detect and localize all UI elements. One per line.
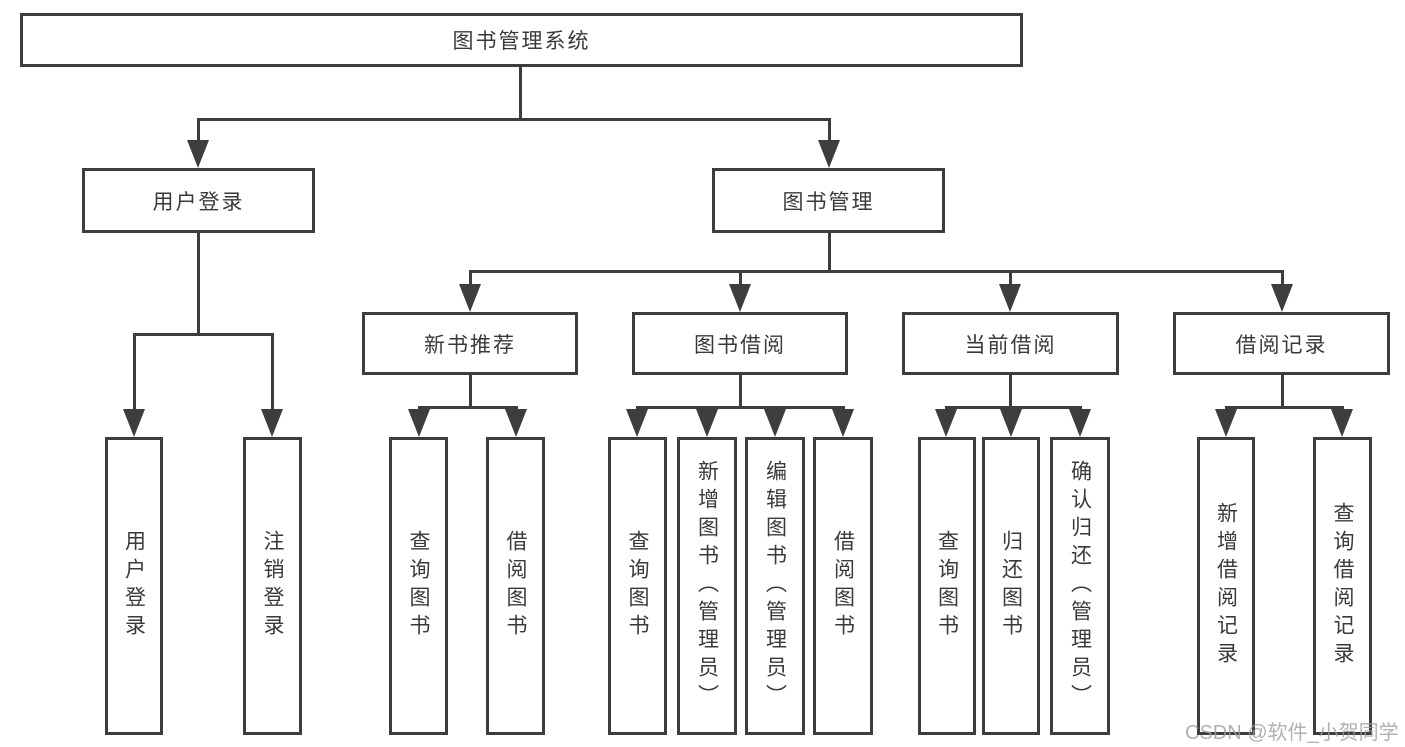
leaf-bb-query-books-label: 查询图书 <box>626 530 649 642</box>
leaf-cb-confirm-return-admin: 确认归还（管理员） <box>1050 437 1110 735</box>
leaf-br-query-record: 查询借阅记录 <box>1313 437 1372 735</box>
leaf-cb-confirm-return-admin-label: 确认归还（管理员） <box>1068 460 1092 712</box>
connector-hline <box>469 270 1283 273</box>
connector-vline <box>1281 270 1284 286</box>
node-borrowing-records-label: 借阅记录 <box>1235 333 1328 357</box>
arrow-down-icon <box>832 409 854 437</box>
connector-vline <box>739 270 742 286</box>
leaf-bb-borrow-books: 借阅图书 <box>813 437 873 735</box>
arrow-down-icon <box>505 409 527 437</box>
arrow-down-icon <box>1331 409 1353 437</box>
arrow-down-icon <box>729 284 751 312</box>
connector-vline <box>828 231 831 273</box>
connector-vline <box>469 270 472 286</box>
node-book-borrowing-label: 图书借阅 <box>694 333 786 357</box>
leaf-cb-query-books-label: 查询图书 <box>935 530 959 642</box>
arrow-down-icon <box>818 140 840 168</box>
leaf-logout: 注销登录 <box>243 437 302 735</box>
leaf-br-add-record: 新增借阅记录 <box>1197 437 1255 735</box>
arrow-down-icon <box>1000 409 1022 437</box>
connector-hline <box>1225 406 1344 409</box>
node-book-management-label: 图书管理 <box>782 190 875 214</box>
connector-vline <box>1009 270 1012 286</box>
leaf-bb-add-books-admin: 新增图书（管理员） <box>677 437 737 735</box>
connector-hline <box>197 118 831 121</box>
arrow-down-icon <box>1069 409 1091 437</box>
arrow-down-icon <box>696 409 718 437</box>
node-current-borrowing-label: 当前借阅 <box>964 333 1057 357</box>
leaf-bb-edit-books-admin: 编辑图书（管理员） <box>745 437 805 735</box>
connector-vline <box>133 333 136 411</box>
leaf-logout-label: 注销登录 <box>261 530 284 642</box>
node-new-book-recommendation: 新书推荐 <box>362 312 578 375</box>
arrow-down-icon <box>626 409 648 437</box>
leaf-user-login: 用户登录 <box>105 437 163 735</box>
leaf-bb-query-books: 查询图书 <box>608 437 667 735</box>
node-user-login-label: 用户登录 <box>152 190 245 214</box>
leaf-nb-query-books: 查询图书 <box>389 437 448 735</box>
arrow-down-icon <box>1271 284 1293 312</box>
connector-vline <box>828 118 831 142</box>
leaf-bb-add-books-admin-label: 新增图书（管理员） <box>695 460 719 712</box>
leaf-user-login-label: 用户登录 <box>122 530 146 642</box>
arrow-down-icon <box>764 409 786 437</box>
arrow-down-icon <box>999 284 1021 312</box>
connector-vline <box>1281 373 1284 408</box>
connector-vline <box>271 333 274 411</box>
arrow-down-icon <box>1215 409 1237 437</box>
node-current-borrowing: 当前借阅 <box>902 312 1119 375</box>
leaf-bb-borrow-books-label: 借阅图书 <box>831 530 855 642</box>
leaf-br-query-record-label: 查询借阅记录 <box>1331 502 1354 670</box>
node-user-login: 用户登录 <box>82 168 315 233</box>
arrow-down-icon <box>408 409 430 437</box>
leaf-br-add-record-label: 新增借阅记录 <box>1214 502 1238 670</box>
connector-vline <box>197 231 200 335</box>
csdn-watermark: CSDN @软件_小贺同学 <box>1185 722 1399 744</box>
connector-hline <box>945 406 1082 409</box>
leaf-bb-edit-books-admin-label: 编辑图书（管理员） <box>763 460 787 712</box>
connector-vline <box>739 373 742 408</box>
leaf-nb-borrow-books: 借阅图书 <box>486 437 545 735</box>
leaf-cb-return-books: 归还图书 <box>982 437 1040 735</box>
node-borrowing-records: 借阅记录 <box>1173 312 1390 375</box>
arrow-down-icon <box>459 284 481 312</box>
leaf-cb-query-books: 查询图书 <box>918 437 976 735</box>
arrow-down-icon <box>187 140 209 168</box>
connector-hline <box>133 333 274 336</box>
leaf-cb-return-books-label: 归还图书 <box>999 530 1023 642</box>
connector-hline <box>636 406 845 409</box>
node-library-system: 图书管理系统 <box>20 13 1023 67</box>
arrow-down-icon <box>935 409 957 437</box>
node-library-system-label: 图书管理系统 <box>452 30 591 53</box>
node-book-management: 图书管理 <box>712 168 945 233</box>
connector-hline <box>418 406 518 409</box>
leaf-nb-query-books-label: 查询图书 <box>407 530 430 642</box>
leaf-nb-borrow-books-label: 借阅图书 <box>504 530 527 642</box>
connector-vline <box>197 118 200 142</box>
arrow-down-icon <box>261 409 283 437</box>
connector-vline <box>469 373 472 408</box>
connector-vline <box>1009 373 1012 408</box>
node-new-book-recommendation-label: 新书推荐 <box>424 333 516 357</box>
arrow-down-icon <box>123 409 145 437</box>
node-book-borrowing: 图书借阅 <box>632 312 848 375</box>
connector-vline <box>519 64 522 121</box>
